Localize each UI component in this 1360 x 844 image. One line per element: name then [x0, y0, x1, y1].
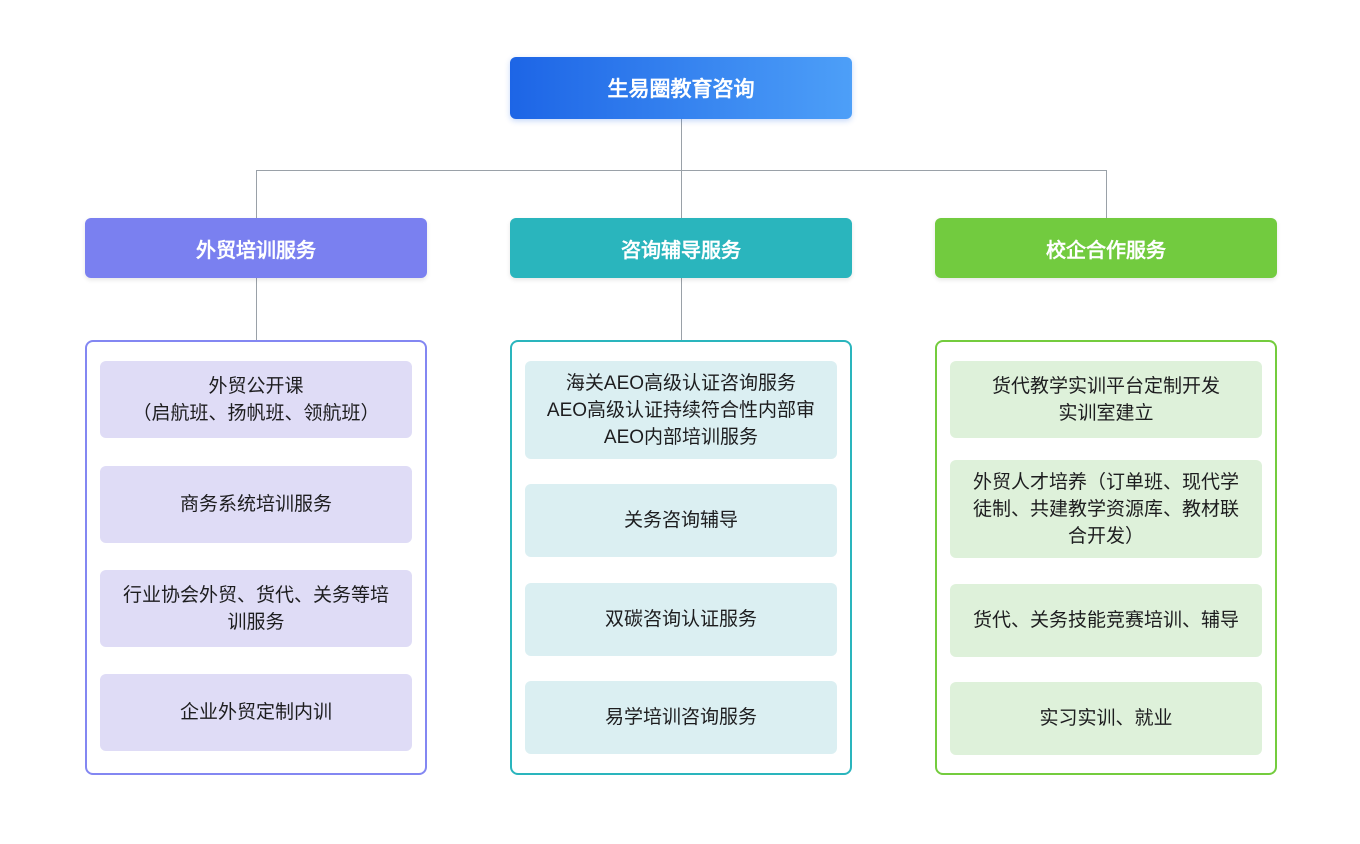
service-item[interactable]: 商务系统培训服务 — [100, 466, 412, 543]
service-item[interactable]: 实习实训、就业 — [950, 682, 1262, 755]
service-item[interactable]: 双碳咨询认证服务 — [525, 583, 837, 656]
connector-line — [256, 170, 257, 218]
branch-panel-school-enterprise-cooperation: 货代教学实训平台定制开发 实训室建立 外贸人才培养（订单班、现代学 徒制、共建教… — [935, 340, 1277, 775]
connector-line — [256, 278, 257, 340]
service-item[interactable]: 货代、关务技能竞赛培训、辅导 — [950, 584, 1262, 657]
root-node-label: 生易圈教育咨询 — [607, 78, 755, 101]
branch-header-label: 咨询辅导服务 — [621, 239, 741, 262]
service-item[interactable]: 货代教学实训平台定制开发 实训室建立 — [950, 361, 1262, 438]
branch-panel-consulting-coaching: 海关AEO高级认证咨询服务 AEO高级认证持续符合性内部审 AEO内部培训服务 … — [510, 340, 852, 775]
service-item[interactable]: 行业协会外贸、货代、关务等培 训服务 — [100, 570, 412, 647]
service-item[interactable]: 企业外贸定制内训 — [100, 674, 412, 751]
branch-header-foreign-trade-training[interactable]: 外贸培训服务 — [85, 218, 427, 278]
connector-line — [681, 119, 682, 170]
connector-line — [681, 170, 682, 218]
service-item[interactable]: 易学培训咨询服务 — [525, 681, 837, 754]
service-item[interactable]: 关务咨询辅导 — [525, 484, 837, 557]
branch-header-school-enterprise-cooperation[interactable]: 校企合作服务 — [935, 218, 1277, 278]
service-item[interactable]: 外贸公开课 （启航班、扬帆班、领航班） — [100, 361, 412, 438]
branch-header-consulting-coaching[interactable]: 咨询辅导服务 — [510, 218, 852, 278]
branch-header-label: 校企合作服务 — [1046, 239, 1166, 262]
connector-line — [1106, 170, 1107, 218]
root-node[interactable]: 生易圈教育咨询 — [510, 57, 852, 119]
branch-panel-foreign-trade-training: 外贸公开课 （启航班、扬帆班、领航班） 商务系统培训服务 行业协会外贸、货代、关… — [85, 340, 427, 775]
branch-header-label: 外贸培训服务 — [196, 239, 316, 262]
connector-line — [681, 278, 682, 340]
service-item[interactable]: 海关AEO高级认证咨询服务 AEO高级认证持续符合性内部审 AEO内部培训服务 — [525, 361, 837, 459]
service-item[interactable]: 外贸人才培养（订单班、现代学 徒制、共建教学资源库、教材联 合开发） — [950, 460, 1262, 558]
